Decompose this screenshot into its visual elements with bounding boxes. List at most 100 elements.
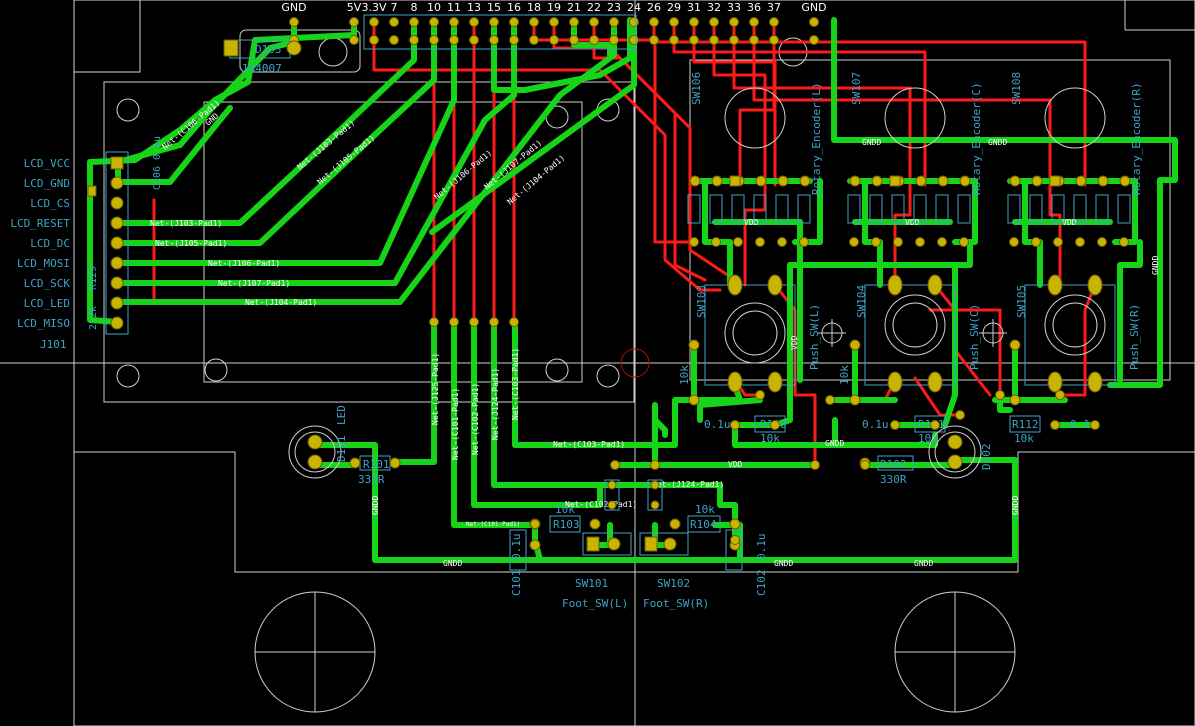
lcd-pad — [110, 256, 124, 270]
via — [755, 390, 765, 400]
header-pad — [409, 17, 419, 27]
label-c106: C106 — [152, 166, 163, 190]
label-c101-val: 0.1u — [510, 534, 523, 561]
smd-outline — [847, 194, 861, 224]
label-sw108: SW108 — [1010, 72, 1023, 105]
header-pad — [409, 35, 419, 45]
smd-outline — [1095, 194, 1109, 224]
vias — [429, 317, 1100, 545]
net-label-c102: Net-(C102-Pad1) — [565, 500, 637, 509]
smd-outline — [753, 194, 767, 224]
smd-pad — [711, 237, 721, 247]
lcd-pin-label: LCD_MOSI — [17, 257, 70, 270]
encoder-pad — [1119, 175, 1131, 187]
header-pin-label: 33 — [727, 1, 741, 14]
header-outline — [363, 14, 637, 50]
net-label-gndd-top-1: GNDD — [862, 138, 881, 147]
label-c101: C101 — [510, 570, 523, 597]
label-r101: R101 — [363, 458, 390, 471]
header-pad — [749, 17, 759, 27]
lcd-pad — [110, 236, 124, 250]
encoder-pad — [799, 175, 811, 187]
encoder-sw106: SW106 Rotary_Encoder(L) — [690, 72, 823, 195]
header-pad — [649, 17, 659, 27]
label-r104-val: 10k — [695, 503, 715, 516]
push-pad — [727, 274, 743, 296]
header-pad — [669, 17, 679, 27]
lcd-pad — [110, 276, 124, 290]
lcd-pad — [110, 196, 124, 210]
via — [449, 317, 459, 327]
header-pad — [709, 35, 719, 45]
lcd-pin-label: LCD_MISO — [17, 317, 70, 330]
net-label-gndd-bottom-3: GNDD — [914, 559, 933, 568]
header-pin-label: 19 — [547, 1, 561, 14]
label-r101-val: 330R — [358, 473, 385, 486]
encoder-pad — [889, 175, 901, 187]
header-pad — [589, 35, 599, 45]
via — [1090, 420, 1100, 430]
diode-d103: D103 1N4007 — [223, 39, 302, 75]
smd-outline — [1051, 194, 1065, 224]
smd-pad — [1053, 237, 1063, 247]
via — [995, 390, 1005, 400]
net-label-gndd-left: GNDD — [371, 496, 380, 515]
encoder-pad — [1009, 175, 1021, 187]
header-pad — [669, 35, 679, 45]
lcd-pad — [110, 176, 124, 190]
r129-pad — [87, 185, 97, 197]
via — [825, 395, 835, 405]
smd-pad — [1031, 237, 1041, 247]
lcd-pin-label: LCD_DC — [30, 237, 70, 250]
label-push-l: Push_SW(L) — [808, 304, 821, 370]
push-pad — [849, 339, 861, 351]
header-pad — [569, 17, 579, 27]
header-pad — [429, 17, 439, 27]
lcd-pin-labels: LCD_VCCLCD_GNDLCD_CSLCD_RESETLCD_DCLCD_M… — [10, 157, 70, 330]
smd-outline — [1073, 194, 1087, 224]
header-pad — [769, 17, 779, 27]
header-pad — [449, 17, 459, 27]
smd-pad — [1009, 237, 1019, 247]
push-pad — [887, 274, 903, 296]
via — [610, 460, 620, 470]
encoder-sw107: SW107 Rotary_Encoder(C) — [850, 72, 983, 195]
smd-outline — [731, 194, 745, 224]
via — [730, 535, 740, 545]
lcd-pad — [110, 216, 124, 230]
header-pin-label: 7 — [391, 1, 398, 14]
push-pad — [849, 394, 861, 406]
label-sw105: SW105 — [1015, 285, 1028, 318]
via — [955, 410, 965, 420]
header-pad — [449, 35, 459, 45]
header-pin-label: 3.3V — [361, 1, 386, 14]
push-pad — [727, 371, 743, 393]
label-d103: D103 — [255, 43, 282, 56]
encoder-pad — [959, 175, 971, 187]
smd-outline — [1117, 194, 1131, 224]
smd-outline — [957, 194, 971, 224]
label-c-r-val: 0.1u — [1070, 418, 1097, 431]
net-label-j106: Net-(J106-Pad1) — [208, 259, 280, 268]
smd-pad — [799, 237, 809, 247]
smd-pad — [1075, 237, 1085, 247]
led-d101: LED D101 R101 330R — [288, 405, 401, 486]
label-c-c-val: 0.1u — [862, 418, 889, 431]
header-pin-label: 31 — [687, 1, 701, 14]
header-pin-label: 10 — [427, 1, 441, 14]
header-pin-label: 26 — [647, 1, 661, 14]
header-pin-label: 37 — [767, 1, 781, 14]
lcd-pin-label: LCD_SCK — [24, 277, 71, 290]
via — [730, 420, 740, 430]
push-pad — [1087, 371, 1103, 393]
lcd-pin-label: LCD_VCC — [24, 157, 70, 170]
header-pad — [809, 17, 819, 27]
net-label-vdd-2: VDD — [905, 218, 920, 227]
net-label-vdd-1: VDD — [744, 218, 759, 227]
encoder-pad — [1031, 175, 1043, 187]
header-pad — [389, 17, 399, 27]
encoder-pad — [777, 175, 789, 187]
